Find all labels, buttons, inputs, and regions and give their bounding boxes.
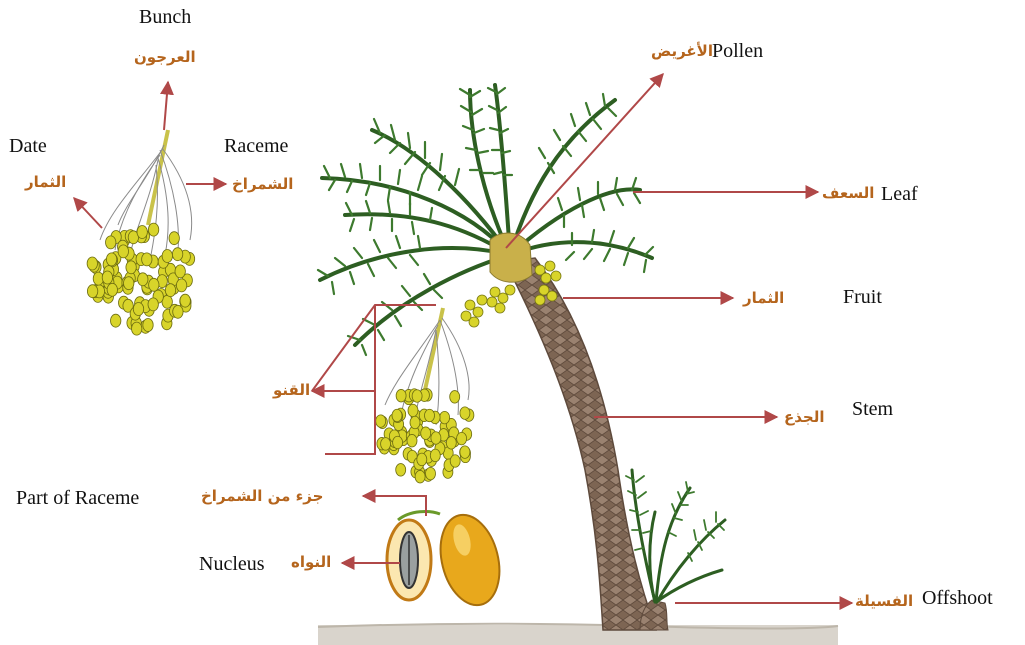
date-berry: [407, 434, 417, 447]
date-berry: [460, 446, 470, 459]
date-berry: [460, 407, 470, 420]
date-arrow: [74, 198, 102, 228]
date-berry: [162, 250, 172, 263]
crown-base: [490, 233, 532, 282]
date-berry: [137, 226, 147, 239]
date-berry: [450, 455, 460, 468]
date-berry: [175, 265, 185, 278]
pollen-label: Pollen: [712, 40, 763, 62]
pollen-arabic-label: الأغريض: [651, 42, 713, 60]
spadix-bunch: [376, 308, 474, 483]
bunch-arrow: [164, 82, 168, 130]
date-berry: [169, 232, 179, 245]
date-berry: [172, 248, 182, 261]
date-berry: [396, 389, 406, 402]
nucleus-arabic-label: النواه: [291, 553, 331, 571]
date-berry: [106, 236, 116, 249]
date-berry: [126, 261, 136, 274]
date-berry: [87, 285, 97, 298]
date-berry: [142, 253, 152, 266]
date-berry: [392, 409, 402, 422]
date-berry: [381, 438, 391, 451]
palm-trunk: [505, 258, 656, 630]
date-label: Date: [9, 135, 47, 157]
date-fruit-detail: [387, 509, 508, 612]
date-berry: [425, 409, 435, 422]
date-berry: [124, 277, 134, 290]
date-berry: [132, 322, 142, 335]
date-berry: [417, 453, 427, 466]
date-berry: [180, 294, 190, 307]
stem-arabic-label: الجذع: [784, 408, 825, 426]
spadix-pointer-lower: [325, 305, 375, 454]
date-berry: [415, 470, 425, 483]
date-berry: [457, 432, 467, 445]
date-berry: [408, 404, 418, 417]
date-berry: [431, 432, 441, 445]
date-berry: [143, 319, 153, 332]
date-berry: [138, 273, 148, 286]
leaf-label: Leaf: [881, 183, 918, 205]
spadix-dates: [376, 389, 474, 483]
date-berry: [412, 390, 422, 403]
palm-crown: [320, 85, 652, 345]
whole-date: [432, 509, 509, 612]
date-arabic-label: الثمار: [25, 173, 66, 191]
date-berry: [450, 391, 460, 404]
fruit-label: Fruit: [843, 286, 882, 308]
pollen-arrow: [506, 74, 663, 248]
date-berry: [118, 245, 128, 258]
date-berry: [176, 279, 186, 292]
date-berry: [148, 223, 158, 236]
date-berry: [165, 284, 175, 297]
date-berry: [133, 303, 143, 316]
bunch-dates: [87, 223, 195, 335]
date-berry: [426, 467, 436, 480]
raceme-arabic-label: الشمراخ: [232, 175, 293, 193]
offshoot-label: Offshoot: [922, 587, 993, 609]
date-berry: [111, 314, 121, 327]
spadix-arabic-label: القنو: [273, 381, 310, 399]
fruit-arabic-label: الثمار: [743, 289, 784, 307]
detached-bunch: [87, 130, 195, 335]
nucleus-label: Nucleus: [199, 553, 265, 575]
date-berry: [430, 449, 440, 462]
date-berry: [102, 271, 112, 284]
date-berry: [173, 305, 183, 318]
date-berry: [393, 436, 403, 449]
date-berry: [410, 416, 420, 429]
date-berry: [107, 283, 117, 296]
stem-label: Stem: [852, 398, 893, 420]
part-of-raceme-arabic-label: جزء من الشمراخ: [201, 487, 323, 505]
part-of-raceme-label: Part of Raceme: [16, 487, 139, 509]
date-berry: [440, 411, 450, 424]
date-berry: [421, 427, 431, 440]
date-berry: [87, 257, 97, 270]
date-berry: [396, 464, 406, 477]
date-berry: [149, 278, 159, 291]
bunch-label: Bunch: [139, 6, 191, 28]
ground: [318, 624, 838, 645]
date-berry: [106, 253, 116, 266]
raceme-label: Raceme: [224, 135, 288, 157]
offshoot-arabic-label: الفسيلة: [855, 592, 913, 610]
date-berry: [446, 437, 456, 450]
date-berry: [148, 298, 158, 311]
bunch-arabic-label: العرجون: [134, 48, 196, 66]
date-berry: [376, 415, 386, 428]
leaf-arabic-label: السعف: [822, 184, 874, 202]
